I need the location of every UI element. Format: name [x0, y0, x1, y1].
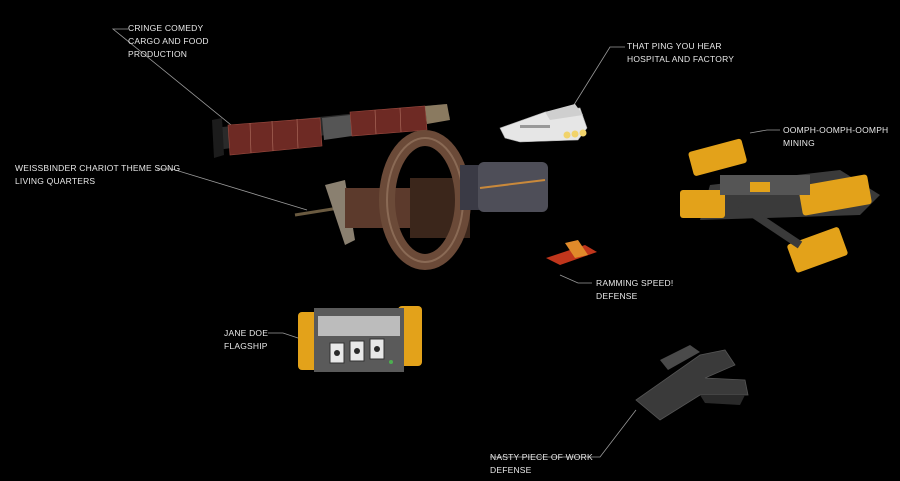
label-ramming-speed: RAMMING SPEED! DEFENSE — [596, 277, 673, 303]
ship-that-ping-you-hear — [500, 104, 587, 142]
ship-name-weissbinder: WEISSBINDER CHARIOT THEME SONG — [15, 162, 180, 175]
ship-cringe-comedy — [212, 104, 450, 158]
ship-role-that-ping: HOSPITAL AND FACTORY — [627, 53, 734, 66]
ship-name-nasty-piece: NASTY PIECE OF WORK — [490, 451, 593, 464]
leader-line-ramming-speed — [560, 275, 592, 283]
label-weissbinder: WEISSBINDER CHARIOT THEME SONG LIVING QU… — [15, 162, 180, 188]
label-oomph: OOMPH-OOMPH-OOMPH MINING — [783, 124, 888, 150]
ship-name-ramming-speed: RAMMING SPEED! — [596, 277, 673, 290]
label-that-ping: THAT PING YOU HEAR HOSPITAL AND FACTORY — [627, 40, 734, 66]
ship-role-oomph: MINING — [783, 137, 888, 150]
ship-role-nasty-piece: DEFENSE — [490, 464, 593, 477]
leader-line-that-ping — [572, 47, 625, 108]
ship-name-oomph: OOMPH-OOMPH-OOMPH — [783, 124, 888, 137]
label-nasty-piece: NASTY PIECE OF WORK DEFENSE — [490, 451, 593, 477]
ship-oomph-oomph-oomph — [680, 138, 880, 273]
ship-role-jane-doe: FLAGSHIP — [224, 340, 268, 353]
ship-name-jane-doe: JANE DOE — [224, 327, 268, 340]
ship-role-ramming-speed: DEFENSE — [596, 290, 673, 303]
ship-weissbinder-chariot — [295, 138, 548, 262]
ship-role-cringe-comedy: CARGO AND FOOD PRODUCTION — [128, 35, 228, 61]
leader-line-oomph — [750, 130, 780, 133]
ship-name-that-ping: THAT PING YOU HEAR — [627, 40, 734, 53]
ship-ramming-speed — [546, 240, 597, 265]
label-cringe-comedy: CRINGE COMEDY CARGO AND FOOD PRODUCTION — [128, 22, 228, 61]
ship-role-weissbinder: LIVING QUARTERS — [15, 175, 180, 188]
ship-name-cringe-comedy: CRINGE COMEDY — [128, 22, 228, 35]
leader-line-nasty-piece — [490, 410, 636, 457]
label-jane-doe: JANE DOE FLAGSHIP — [224, 327, 268, 353]
ship-nasty-piece-of-work — [636, 345, 748, 420]
ship-jane-doe — [298, 306, 422, 372]
